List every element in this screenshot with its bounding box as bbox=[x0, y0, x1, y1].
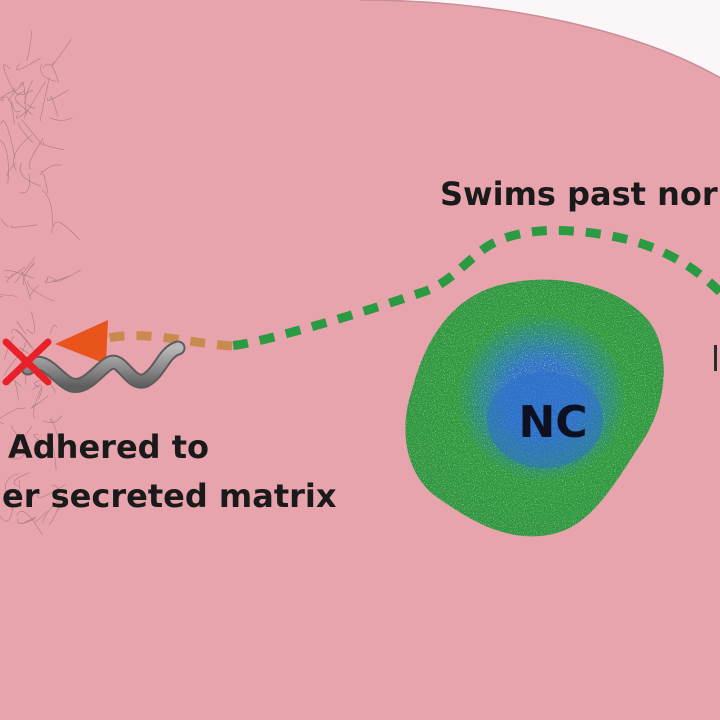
matrix-fiber bbox=[50, 437, 57, 471]
adhered-label-line1: Adhered to bbox=[8, 428, 209, 466]
matrix-fiber bbox=[42, 189, 53, 234]
matrix-fiber bbox=[13, 134, 32, 171]
matrix-fiber bbox=[35, 439, 53, 445]
arrowhead-icon bbox=[55, 320, 108, 364]
adhered-label-line2: er secreted matrix bbox=[2, 477, 337, 515]
x-mark-icon bbox=[2, 338, 52, 386]
matrix-fiber bbox=[20, 270, 31, 301]
matrix-fiber bbox=[9, 452, 26, 460]
matrix-fiber bbox=[11, 101, 21, 113]
matrix-fiber bbox=[28, 138, 44, 170]
matrix-fiber bbox=[16, 511, 43, 536]
matrix-fiber bbox=[26, 311, 36, 334]
matrix-fiber bbox=[22, 263, 35, 286]
matrix-fiber bbox=[51, 39, 72, 66]
nc-cell: NC bbox=[405, 279, 664, 537]
spirochete-body bbox=[22, 342, 184, 391]
matrix-fiber bbox=[26, 30, 33, 61]
matrix-fiber bbox=[19, 173, 30, 194]
matrix-fiber bbox=[16, 321, 27, 335]
matrix-fiber bbox=[23, 81, 46, 119]
matrix-fiber bbox=[33, 433, 49, 446]
matrix-fiber bbox=[24, 79, 33, 104]
matrix-fiber bbox=[11, 424, 25, 439]
matrix-fiber bbox=[21, 119, 44, 147]
matrix-fiber bbox=[0, 96, 15, 125]
matrix-fiber bbox=[50, 96, 59, 117]
matrix-fiber bbox=[17, 425, 33, 447]
matrix-fiber bbox=[4, 473, 19, 493]
matrix-fiber bbox=[8, 81, 25, 102]
matrix-fiber bbox=[16, 102, 33, 116]
matrix-fiber bbox=[16, 57, 41, 70]
matrix-fiber bbox=[53, 221, 80, 240]
matrix-fiber bbox=[30, 284, 39, 296]
matrix-fiber bbox=[13, 472, 30, 487]
matrix-fiber bbox=[32, 385, 43, 400]
matrix-fiber bbox=[46, 276, 58, 282]
matrix-fiber bbox=[6, 162, 17, 177]
compartment-boundary bbox=[359, 0, 720, 79]
matrix-fiber bbox=[0, 139, 9, 185]
matrix-fiber bbox=[6, 266, 26, 283]
matrix-fiber bbox=[46, 89, 70, 101]
matrix-fiber bbox=[19, 163, 41, 187]
matrix-fiber bbox=[52, 269, 82, 282]
matrix-fiber bbox=[48, 508, 58, 525]
matrix-fiber bbox=[49, 117, 73, 121]
matrix-fiber bbox=[24, 516, 37, 523]
matrix-fiber bbox=[50, 324, 58, 334]
matrix-fiber bbox=[0, 294, 17, 298]
matrix-fiber bbox=[13, 257, 35, 284]
matrix-fiber bbox=[0, 408, 18, 424]
matrix-fiber bbox=[4, 335, 14, 360]
secreted-matrix bbox=[0, 30, 82, 536]
matrix-fiber bbox=[50, 418, 62, 447]
matrix-fiber bbox=[20, 82, 26, 115]
matrix-fiber bbox=[40, 63, 57, 82]
matrix-fiber bbox=[14, 90, 26, 104]
matrix-fiber bbox=[17, 122, 34, 143]
swim-path-green bbox=[227, 225, 720, 351]
matrix-fiber bbox=[39, 77, 50, 122]
matrix-fiber bbox=[16, 110, 28, 119]
matrix-fiber bbox=[11, 329, 32, 348]
right-edge-marker bbox=[714, 345, 717, 371]
matrix-fiber bbox=[0, 90, 15, 101]
cell-nucleus bbox=[487, 372, 603, 468]
matrix-fiber bbox=[0, 120, 16, 159]
matrix-fiber bbox=[42, 141, 65, 150]
matrix-fiber bbox=[30, 395, 49, 409]
matrix-fiber bbox=[52, 485, 60, 511]
matrix-fiber bbox=[42, 63, 59, 83]
matrix-fiber bbox=[44, 275, 70, 284]
swim-path-orange bbox=[107, 331, 233, 351]
matrix-fiber bbox=[26, 104, 36, 109]
matrix-fiber bbox=[33, 386, 43, 419]
matrix-fiber bbox=[3, 270, 35, 279]
matrix-fiber bbox=[1, 218, 9, 228]
matrix-fiber bbox=[42, 491, 67, 524]
cell-label: NC bbox=[518, 397, 587, 448]
matrix-fiber bbox=[42, 415, 63, 424]
swims-past-label: Swims past norm bbox=[440, 175, 720, 213]
matrix-fiber bbox=[10, 224, 38, 228]
matrix-fiber bbox=[40, 171, 49, 193]
matrix-fiber bbox=[39, 164, 62, 176]
matrix-fiber bbox=[37, 484, 66, 498]
matrix-fiber bbox=[27, 280, 55, 302]
matrix-fiber bbox=[17, 407, 26, 409]
matrix-fiber bbox=[3, 64, 15, 92]
matrix-fiber bbox=[0, 504, 14, 522]
matrix-fiber bbox=[14, 479, 20, 493]
matrix-fiber bbox=[13, 87, 34, 95]
